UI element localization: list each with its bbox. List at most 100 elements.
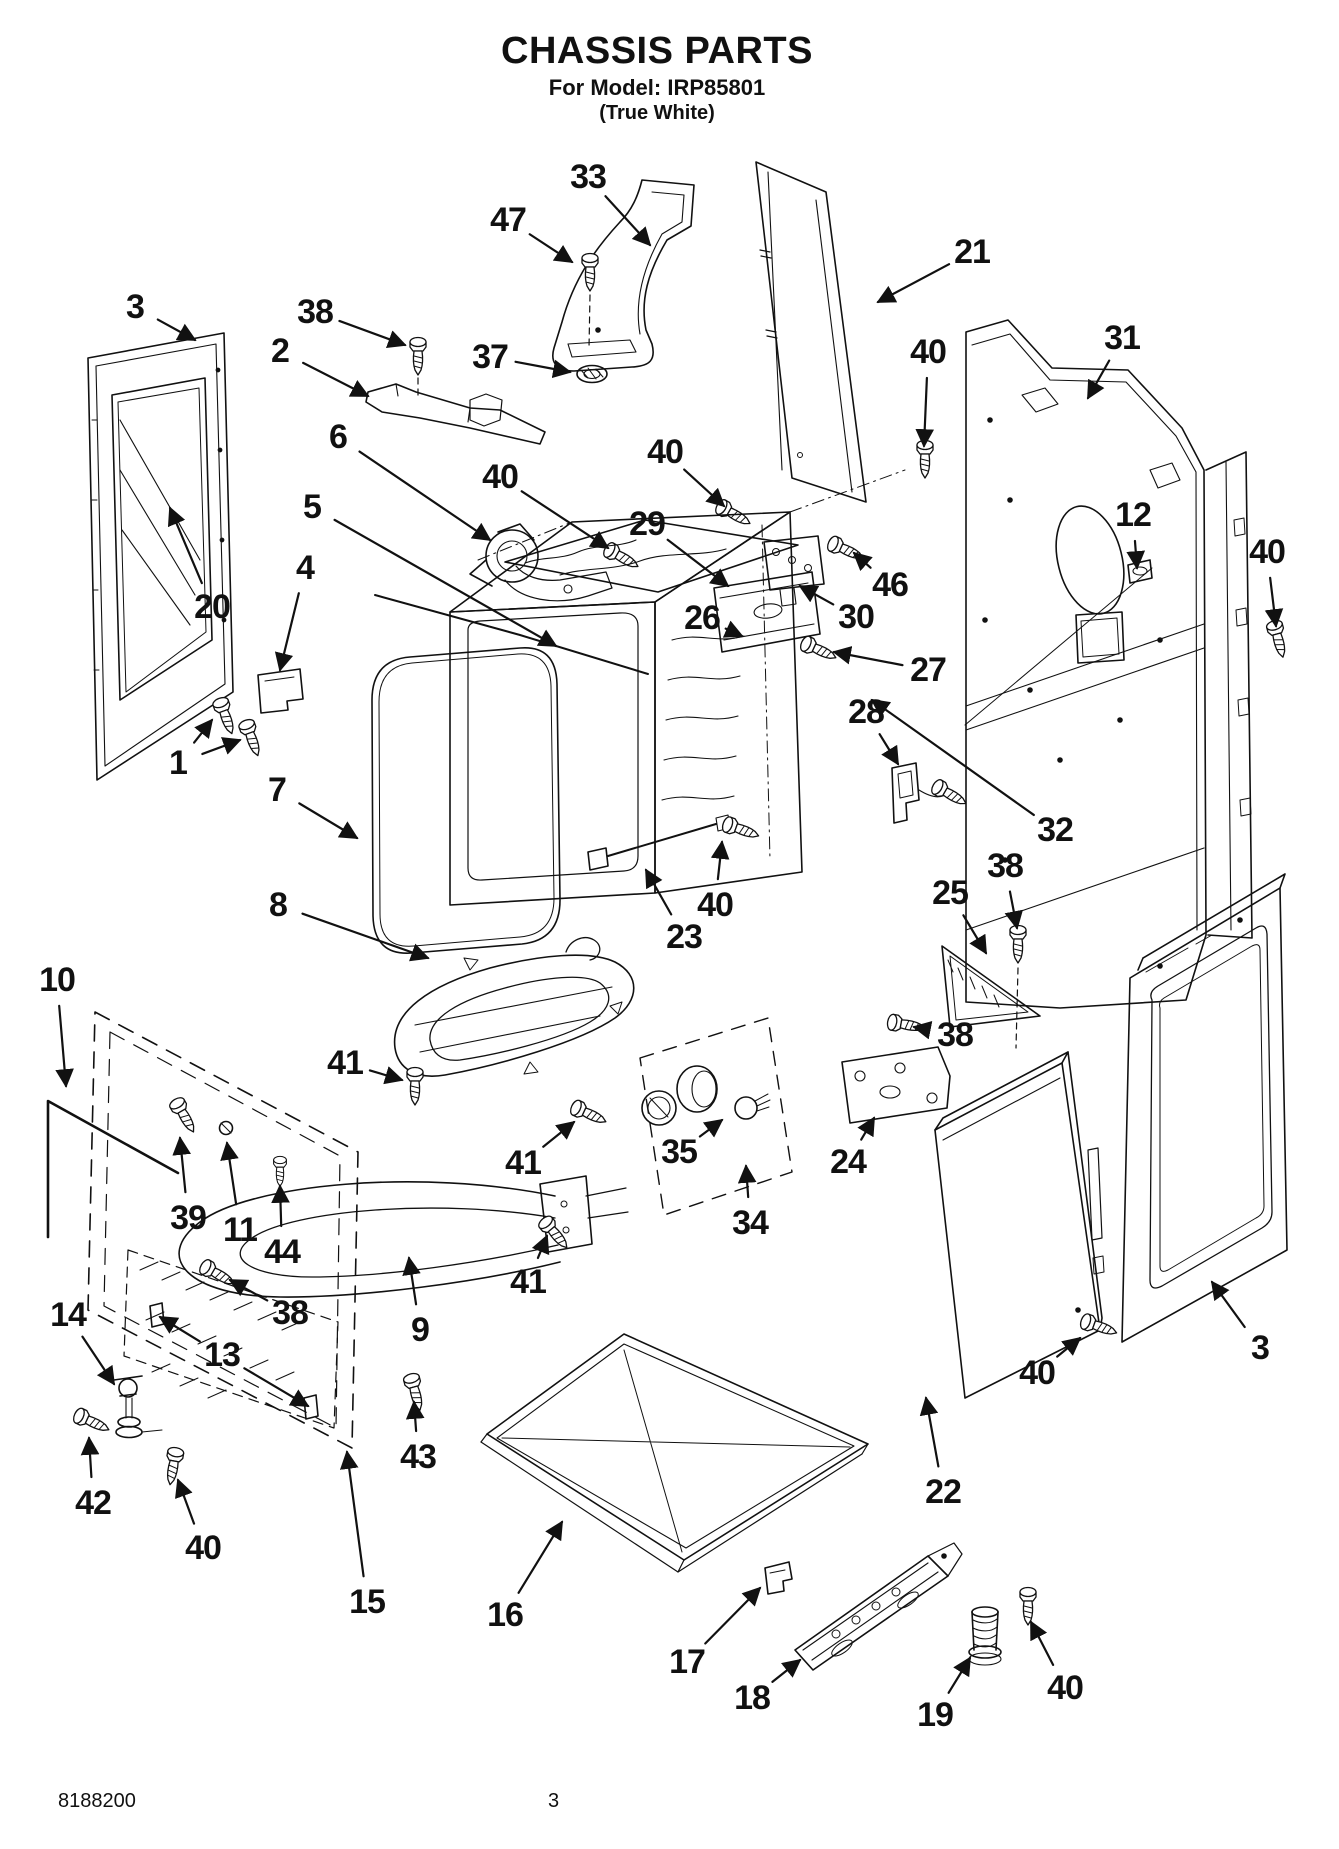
screw-42-icon <box>70 1405 114 1438</box>
part-callout-13: 13 <box>204 1336 241 1374</box>
screw-40f-icon <box>1077 1311 1121 1342</box>
leader-line-37 <box>514 359 572 379</box>
leader-line-22 <box>919 1396 940 1468</box>
leader-line-3 <box>1210 1280 1246 1329</box>
side-panel-21 <box>755 161 867 503</box>
part-callout-40: 40 <box>697 886 734 924</box>
leader-line-12 <box>1126 539 1146 570</box>
leader-line-25 <box>962 914 988 955</box>
part-callout-37: 37 <box>472 338 509 376</box>
part-callout-38: 38 <box>297 293 334 331</box>
leader-line-33 <box>604 195 652 247</box>
leader-line-21 <box>876 263 951 304</box>
screw-38g-guide <box>1015 967 1019 1049</box>
part-callout-20: 20 <box>194 588 231 626</box>
part-callout-7: 7 <box>268 771 287 809</box>
leader-line-43 <box>405 1400 425 1433</box>
oven-cavity <box>449 469 906 906</box>
page-number: 3 <box>548 1790 560 1812</box>
part-callout-40: 40 <box>1019 1354 1056 1392</box>
part-callout-38: 38 <box>937 1016 974 1054</box>
leader-line-40 <box>915 376 935 448</box>
part-callout-9: 9 <box>411 1311 430 1349</box>
part-callout-21: 21 <box>954 233 991 271</box>
screw-47-guide <box>588 294 591 349</box>
part-callout-6: 6 <box>329 418 348 456</box>
leader-line-19 <box>947 1656 972 1694</box>
bracket-24 <box>841 1046 951 1124</box>
screw-47-icon <box>581 252 599 292</box>
side-trim-25 <box>941 945 1041 1028</box>
leader-line-40 <box>1029 1620 1055 1666</box>
part-callout-1: 1 <box>169 744 188 782</box>
part-callout-28: 28 <box>848 693 885 731</box>
screw-38d-icon <box>928 777 971 812</box>
latch-rod-5 <box>374 594 649 675</box>
leader-line-18 <box>771 1658 802 1683</box>
leader-line-28 <box>878 733 900 766</box>
part-callout-47: 47 <box>490 201 527 239</box>
part-callout-44: 44 <box>264 1233 301 1271</box>
part-callout-40: 40 <box>910 333 947 371</box>
part-callout-34: 34 <box>732 1204 769 1242</box>
part-callout-41: 41 <box>505 1144 542 1182</box>
model-line: For Model: IRP85801 <box>548 75 766 100</box>
part-callout-8: 8 <box>269 886 288 924</box>
oven-light-35 <box>641 1065 771 1126</box>
part-callout-15: 15 <box>349 1583 386 1621</box>
screw-41a-icon <box>406 1066 424 1106</box>
screw-38-icon <box>409 336 427 376</box>
light-group-34 <box>639 1017 793 1216</box>
leader-line-15 <box>339 1450 365 1578</box>
latch-keeper-4 <box>257 668 304 714</box>
cavity-insulation-squiggle <box>661 635 745 801</box>
screw-1b-icon <box>236 716 267 760</box>
doc-number: 8188200 <box>58 1790 136 1812</box>
screw-38f-icon <box>885 1012 927 1037</box>
part-callout-39: 39 <box>170 1199 207 1237</box>
leader-line-40 <box>1264 576 1284 628</box>
screw-46-icon <box>824 533 868 566</box>
part-callout-41: 41 <box>327 1044 364 1082</box>
leader-line-2 <box>302 361 370 398</box>
leader-line-1 <box>201 737 242 756</box>
part-callout-38: 38 <box>272 1294 309 1332</box>
leader-line-34 <box>737 1164 757 1199</box>
leader-line-40 <box>175 1478 196 1525</box>
part-callout-40: 40 <box>1047 1669 1084 1707</box>
part-callout-24: 24 <box>830 1143 867 1181</box>
leader-line-16 <box>517 1520 564 1594</box>
part-callout-10: 10 <box>39 961 76 999</box>
part-callout-43: 43 <box>400 1438 437 1476</box>
leader-line-41 <box>542 1120 576 1148</box>
screw-40e-icon <box>719 814 763 845</box>
leader-line-10 <box>55 1004 74 1088</box>
part-callout-46: 46 <box>872 566 909 604</box>
part-callout-19: 19 <box>917 1696 954 1734</box>
leader-line-47 <box>528 233 574 264</box>
screw-40h-icon <box>161 1445 186 1487</box>
light-bulb <box>734 1096 758 1120</box>
leader-line-30 <box>798 584 835 606</box>
leader-line-46 <box>852 551 873 572</box>
leader-line-40 <box>520 490 610 550</box>
part-callout-40: 40 <box>1249 533 1286 571</box>
leader-line-17 <box>704 1586 762 1645</box>
part-callout-5: 5 <box>303 488 322 526</box>
leader-line-6 <box>358 450 492 542</box>
part-callout-4: 4 <box>296 549 315 587</box>
leader-line-31 <box>1086 359 1111 400</box>
part-callout-32: 32 <box>1037 811 1074 849</box>
screw-40d-icon <box>1264 618 1292 661</box>
page-header: CHASSIS PARTS For Model: IRP85801 (True … <box>0 30 1314 125</box>
bracket-2 <box>365 383 546 445</box>
door-gasket-7 <box>371 647 561 954</box>
part-callout-40: 40 <box>185 1529 222 1567</box>
screw-27-icon <box>797 633 841 666</box>
leader-line-44 <box>271 1184 290 1228</box>
screw-44-icon <box>272 1155 288 1188</box>
part-callout-42: 42 <box>75 1484 112 1522</box>
color-line: (True White) <box>599 102 715 124</box>
part-callout-27: 27 <box>910 651 947 689</box>
